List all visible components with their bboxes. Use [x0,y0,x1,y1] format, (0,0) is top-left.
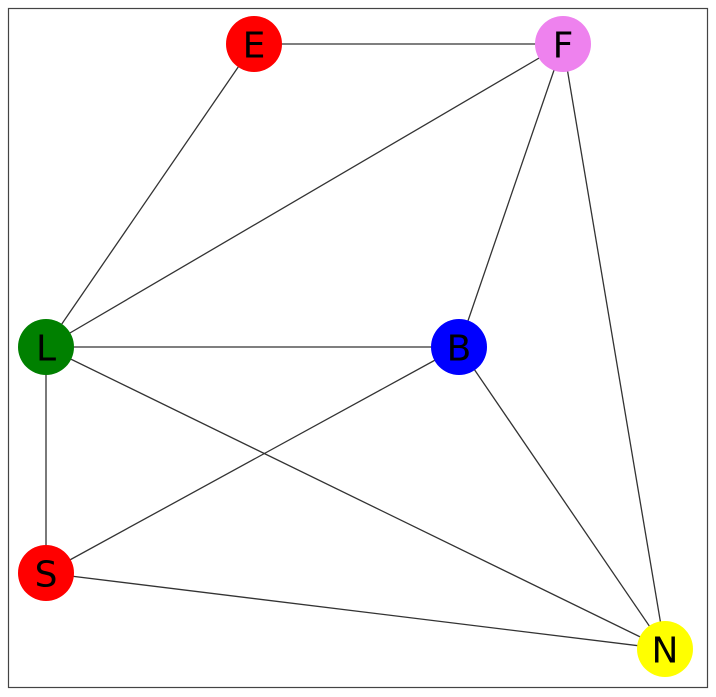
edge-b-s [45,346,460,574]
edge-l-n [45,346,666,650]
node-e: E [226,16,282,72]
node-b-label: B [447,329,472,370]
node-n-label: N [652,631,679,672]
node-f-label: F [553,26,574,67]
edge-f-n [562,43,666,650]
edges-layer [45,43,666,650]
node-l: L [18,319,74,375]
node-e-circle [226,16,282,72]
node-b-circle [431,319,487,375]
node-l-circle [18,319,74,375]
node-b: B [431,319,487,375]
plot-frame [7,7,709,689]
edge-f-b [458,43,564,348]
node-l-label: L [36,329,56,370]
node-f-circle [535,16,591,72]
edge-b-n [458,346,666,650]
edge-s-n [45,572,666,650]
edge-f-l [45,43,564,348]
node-e-label: E [243,26,266,67]
edge-e-l [45,43,255,348]
node-f: F [535,16,591,72]
node-s-label: S [35,555,58,596]
node-s-circle [18,545,74,601]
nodes-layer: E F L B S N [18,16,693,677]
node-n-circle [637,621,693,677]
node-s: S [18,545,74,601]
node-n: N [637,621,693,677]
